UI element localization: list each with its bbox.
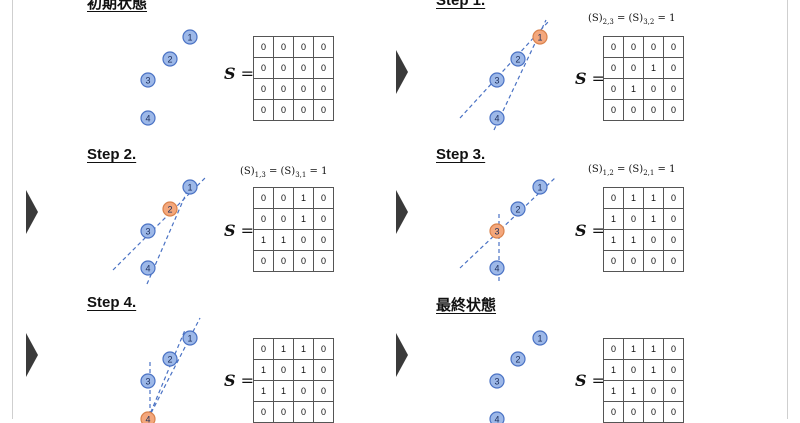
graph-node: 3 [141, 374, 155, 388]
graph-node: 3 [490, 224, 504, 238]
node-label: 4 [494, 114, 499, 124]
graph-node: 2 [163, 352, 177, 366]
node-layer: 1 2 3 4 1 2 3 4 1 2 3 4 1 2 3 4 1 2 3 4 1 2 3 4 [141, 30, 547, 423]
node-label: 3 [494, 76, 499, 86]
graph-node: 4 [141, 111, 155, 125]
node-label: 3 [145, 377, 150, 387]
graph-node: 3 [141, 73, 155, 87]
node-label: 2 [167, 55, 172, 65]
node-label: 1 [537, 334, 542, 344]
dashed-line [148, 330, 185, 419]
graph-node: 3 [490, 73, 504, 87]
node-label: 4 [494, 264, 499, 274]
graph-node: 2 [511, 352, 525, 366]
graph-node: 2 [511, 52, 525, 66]
node-label: 3 [145, 227, 150, 237]
graph-node: 1 [183, 331, 197, 345]
node-label: 1 [537, 33, 542, 43]
node-label: 1 [187, 183, 192, 193]
node-label: 2 [167, 355, 172, 365]
graph-node: 2 [163, 52, 177, 66]
graph-node: 4 [490, 261, 504, 275]
graph-node: 4 [490, 412, 504, 423]
node-label: 3 [494, 227, 499, 237]
node-label: 4 [145, 114, 150, 124]
node-label: 2 [167, 205, 172, 215]
graph-node: 1 [533, 180, 547, 194]
node-label: 3 [494, 377, 499, 387]
node-label: 1 [187, 33, 192, 43]
node-label: 2 [515, 55, 520, 65]
graph-node: 2 [163, 202, 177, 216]
node-label: 2 [515, 355, 520, 365]
graph-node: 1 [533, 30, 547, 44]
node-label: 4 [145, 264, 150, 274]
graph-node: 1 [183, 30, 197, 44]
graph-node: 2 [511, 202, 525, 216]
graph-node: 3 [490, 374, 504, 388]
graph-node: 1 [183, 180, 197, 194]
node-label: 3 [145, 76, 150, 86]
graph-node: 3 [141, 224, 155, 238]
node-label: 1 [187, 334, 192, 344]
node-label: 1 [537, 183, 542, 193]
graph-node: 4 [490, 111, 504, 125]
graph-node: 4 [141, 261, 155, 275]
graph-node: 4 [141, 412, 155, 423]
node-label: 2 [515, 205, 520, 215]
graph-node: 1 [533, 331, 547, 345]
